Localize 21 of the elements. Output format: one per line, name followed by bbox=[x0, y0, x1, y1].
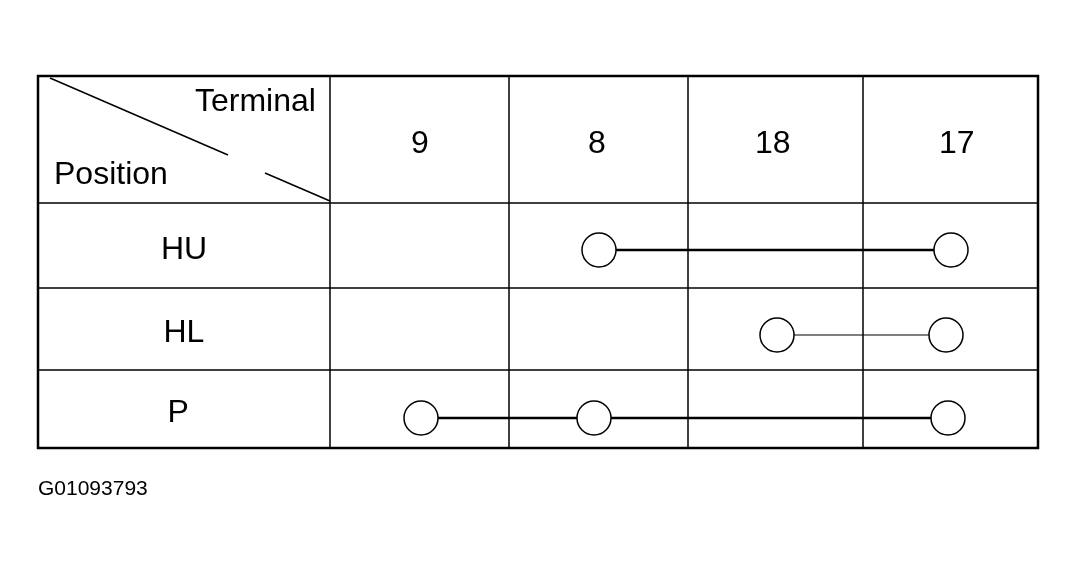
connection-line bbox=[616, 248, 934, 252]
terminal-circle bbox=[928, 317, 964, 353]
terminal-number: 8 bbox=[588, 126, 606, 158]
terminal-circle bbox=[933, 232, 969, 268]
connection-line bbox=[438, 416, 577, 420]
terminal-number: 18 bbox=[755, 126, 791, 158]
header-text: Position bbox=[54, 157, 168, 189]
figure-code: G01093793 bbox=[38, 476, 148, 498]
position-label: HU bbox=[161, 232, 208, 264]
terminal-circle bbox=[930, 400, 966, 436]
position-label: HL bbox=[163, 315, 205, 347]
terminal-number: 17 bbox=[939, 126, 975, 158]
connection-line bbox=[611, 416, 931, 420]
terminal-circle bbox=[759, 317, 795, 353]
terminal-circle bbox=[403, 400, 439, 436]
connection-line bbox=[793, 334, 930, 336]
position-label: P bbox=[167, 395, 189, 427]
terminal-circle bbox=[581, 232, 617, 268]
header-text: Terminal bbox=[195, 84, 316, 116]
terminal-circle bbox=[576, 400, 612, 436]
terminal-number: 9 bbox=[411, 126, 429, 158]
